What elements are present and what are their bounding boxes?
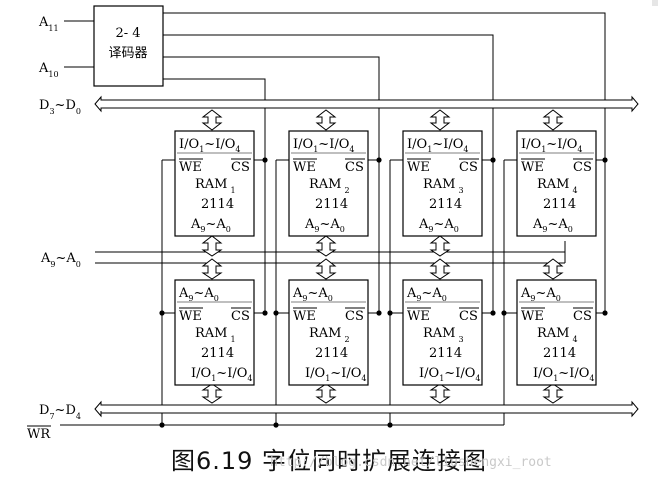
bus-arrows: [201, 109, 564, 404]
scroll-corner: [652, 0, 658, 6]
chip-part-number: 2114: [429, 346, 462, 361]
data-buses: [94, 95, 639, 418]
left-labels: A11 A10 D3~D0 A9~A0 D7~D4 WR: [27, 15, 81, 442]
chip-io-pins: I/O1~I/O4: [533, 366, 594, 383]
chip-io-pins: I/O1~I/O4: [419, 366, 480, 383]
chip-io-pins: I/O1~I/O4: [407, 137, 468, 154]
chip-cs-pin: CS: [231, 160, 250, 175]
chip-cs-pin: CS: [459, 160, 478, 175]
chip-cs-pin: CS: [345, 160, 364, 175]
chip-we-pin: WE: [521, 160, 544, 175]
chip-part-number: 2114: [315, 346, 348, 361]
svg-text:A11: A11: [38, 15, 59, 33]
chip-io-pins: I/O1~I/O4: [293, 137, 354, 154]
decoder-label-line1: 2- 4: [115, 26, 140, 41]
chip-part-number: 2114: [201, 197, 234, 212]
chip-part-number: 2114: [201, 346, 234, 361]
svg-text:D3~D0: D3~D0: [39, 98, 81, 116]
decoder-label-line2: 译码器: [108, 46, 147, 61]
chip-addr-pins: A9~A0: [190, 217, 231, 234]
chip-cs-pin: CS: [573, 309, 592, 324]
chip-cs-pin: CS: [573, 160, 592, 175]
svg-text:D7~D4: D7~D4: [39, 403, 81, 421]
chip-we-pin: WE: [407, 309, 430, 324]
chip-we-pin: WE: [293, 160, 316, 175]
chip-cs-pin: CS: [231, 309, 250, 324]
chip-addr-pins: A9~A0: [292, 286, 333, 303]
chip-part-number: 2114: [429, 197, 462, 212]
label-wr: WR: [27, 427, 51, 442]
chip-cs-pin: CS: [459, 309, 478, 324]
chip-addr-pins: A9~A0: [418, 217, 459, 234]
chip-we-pin: WE: [293, 309, 316, 324]
chip-part-number: 2114: [543, 197, 576, 212]
chip-cs-pin: CS: [345, 309, 364, 324]
chip-io-pins: I/O1~I/O4: [191, 366, 252, 383]
chip-part-number: 2114: [315, 197, 348, 212]
bus-d3-d0: [94, 95, 639, 113]
label-d7-main: D: [39, 403, 49, 418]
figure-caption: 图6.19 字位同时扩展连接图: [170, 447, 488, 475]
watermark: http://blog.csdn.net/liushengxi_root: [270, 455, 552, 470]
svg-text:A9~A0: A9~A0: [40, 251, 81, 269]
chip-addr-pins: A9~A0: [532, 217, 573, 234]
chip-we-pin: WE: [179, 309, 202, 324]
chip-part-number: 2114: [543, 346, 576, 361]
junction-dots: [159, 157, 608, 428]
chip-addr-pins: A9~A0: [406, 286, 447, 303]
chip-io-pins: I/O1~I/O4: [179, 137, 240, 154]
chip-io-pins: I/O1~I/O4: [521, 137, 582, 154]
label-a9-main: A: [40, 251, 51, 266]
label-a10-main: A: [38, 61, 49, 76]
chip-we-pin: WE: [179, 160, 202, 175]
label-a11-main: A: [38, 15, 49, 30]
decoder-2-4: 2- 4 译码器: [93, 5, 164, 87]
chip-io-pins: I/O1~I/O4: [305, 366, 366, 383]
chip-addr-pins: A9~A0: [520, 286, 561, 303]
chip-addr-pins: A9~A0: [304, 217, 345, 234]
chip-we-pin: WE: [407, 160, 430, 175]
label-a11-sub: 11: [48, 24, 58, 33]
bus-d7-d4: [94, 400, 639, 418]
label-d3-main: D: [39, 98, 49, 113]
svg-text:A10: A10: [38, 61, 59, 79]
label-a10-sub: 10: [48, 70, 58, 79]
chip-addr-pins: A9~A0: [178, 286, 219, 303]
chip-we-pin: WE: [521, 309, 544, 324]
